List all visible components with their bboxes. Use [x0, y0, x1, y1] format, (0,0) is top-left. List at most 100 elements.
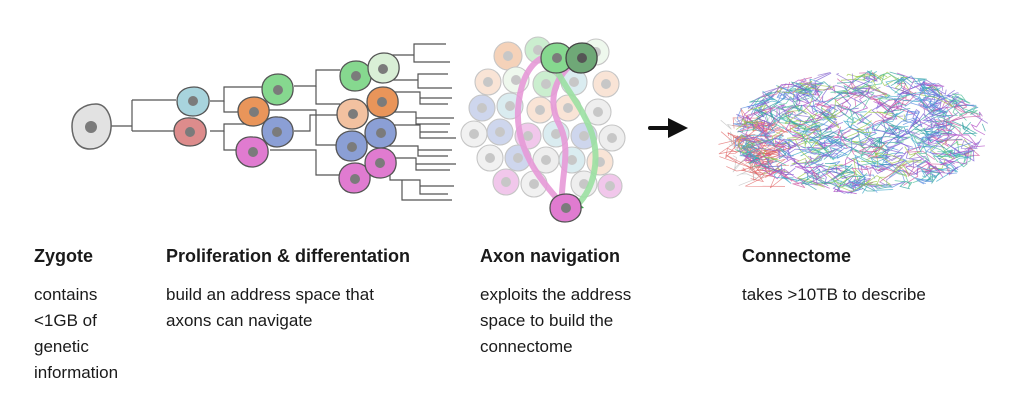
connectome-fiber	[725, 145, 737, 159]
source-cell-pink	[549, 193, 582, 223]
connectome-fiber	[927, 87, 941, 105]
connectome-fiber	[785, 119, 804, 140]
connectome-fiber	[755, 88, 777, 108]
connectome-fiber	[787, 129, 817, 141]
connectome-fiber	[885, 85, 914, 103]
connectome-fiber	[919, 144, 929, 153]
connectome-fiber	[774, 84, 794, 94]
connectome-fiber	[930, 135, 963, 148]
connectome-fiber	[839, 129, 860, 141]
connectome-fiber	[942, 132, 978, 146]
connectome-fiber	[824, 126, 841, 139]
cell-orange-2	[366, 86, 399, 118]
connectome-fiber	[873, 101, 903, 113]
connectome-fiber	[748, 156, 776, 172]
connectome-fiber	[838, 92, 858, 114]
connectome-fiber	[867, 84, 888, 105]
connectome-fiber	[786, 109, 822, 122]
connectome-fiber	[856, 113, 873, 125]
connectome-fiber	[927, 96, 959, 117]
connectome-fiber	[935, 168, 955, 182]
connectome-fiber	[773, 137, 786, 148]
connectome-fiber	[935, 83, 944, 91]
connectome-fiber	[885, 155, 901, 163]
desc-line: build an address space that	[166, 285, 374, 304]
connectome-fiber	[802, 99, 823, 122]
connectome-fiber	[850, 108, 881, 126]
connectome-fiber	[853, 86, 881, 98]
connectome-fiber	[904, 146, 921, 159]
connectome-fiber	[925, 172, 940, 185]
connectome-fiber	[926, 170, 952, 175]
connectome-fiber	[736, 159, 773, 179]
connectome-fiber	[870, 157, 891, 169]
cell-blue-3	[364, 117, 397, 149]
connectome-fiber	[747, 83, 802, 110]
connectome-fiber	[920, 100, 950, 122]
connectome-fiber	[821, 107, 840, 129]
stage-zygote: Zygote contains <1GB of genetic informat…	[34, 244, 164, 386]
connectome-fiber	[755, 151, 767, 170]
stage-title: Axon navigation	[480, 246, 621, 266]
connectome-fiber	[747, 104, 767, 111]
connectome-fiber	[808, 127, 833, 142]
connectome-fiber	[746, 106, 775, 116]
connectome-fiber	[920, 168, 931, 180]
connectome-fiber	[779, 77, 807, 89]
connectome-fiber	[851, 131, 860, 141]
connectome-fiber	[750, 122, 772, 130]
connectome-fiber	[915, 112, 940, 126]
connectome-fiber	[777, 85, 790, 93]
connectome-fiber	[940, 151, 956, 166]
connectome-fiber	[916, 179, 926, 185]
connectome-fiber	[901, 163, 915, 177]
connectome-fiber	[896, 75, 919, 89]
connectome-fiber	[979, 111, 983, 119]
connectome-fiber	[856, 81, 875, 109]
connectome-fiber	[921, 111, 946, 121]
connectome-fiber	[858, 136, 883, 149]
connectome-fiber	[866, 112, 898, 130]
connectome-fiber	[946, 163, 964, 175]
connectome-fiber	[796, 171, 825, 188]
connectome-fiber	[927, 134, 961, 147]
connectome-fiber	[755, 90, 776, 105]
connectome-fiber	[839, 130, 864, 147]
right-arrow-icon	[648, 118, 688, 138]
connectome-fiber	[902, 110, 921, 126]
connectome-fiber	[870, 73, 885, 86]
stage-connectome: Connectome takes >10TB to describe	[742, 244, 1002, 308]
connectome-fiber	[885, 116, 919, 132]
connectome-fiber	[909, 155, 930, 169]
connectome-fiber	[928, 165, 945, 172]
stage-description: takes >10TB to describe	[742, 285, 926, 304]
connectome-fiber	[789, 123, 820, 131]
connectome-fiber	[850, 149, 885, 159]
connectome-fiber	[738, 173, 758, 186]
connectome-fiber	[916, 144, 938, 156]
connectome-fiber	[851, 73, 885, 93]
connectome-fiber	[720, 119, 741, 130]
connectome-fiber	[831, 163, 854, 181]
connectome-fiber	[779, 167, 796, 177]
stage-title: Connectome	[742, 246, 852, 266]
connectome-fiber	[842, 85, 887, 97]
stage-axon-navigation: Axon navigation exploits the address spa…	[480, 244, 710, 360]
connectome-fiber	[830, 89, 851, 100]
connectome-fiber	[858, 137, 876, 148]
connectome-fiber	[813, 72, 831, 80]
connectome-fiber	[923, 143, 952, 163]
stage-proliferation: Proliferation & differentation build an …	[166, 244, 466, 334]
connectome-fiber	[863, 175, 892, 186]
connectome-fiber	[745, 109, 765, 125]
connectome-fiber	[955, 159, 968, 168]
connectome-fiber	[926, 128, 952, 139]
desc-line: space to build the	[480, 311, 614, 330]
connectome-fiber	[736, 103, 758, 124]
connectome-fiber	[952, 93, 971, 104]
connectome-fiber	[859, 72, 878, 81]
connectome-fiber	[861, 175, 876, 192]
connectome-fiber	[970, 118, 986, 136]
connectome-fiber	[787, 87, 811, 95]
connectome-fiber	[802, 82, 823, 95]
